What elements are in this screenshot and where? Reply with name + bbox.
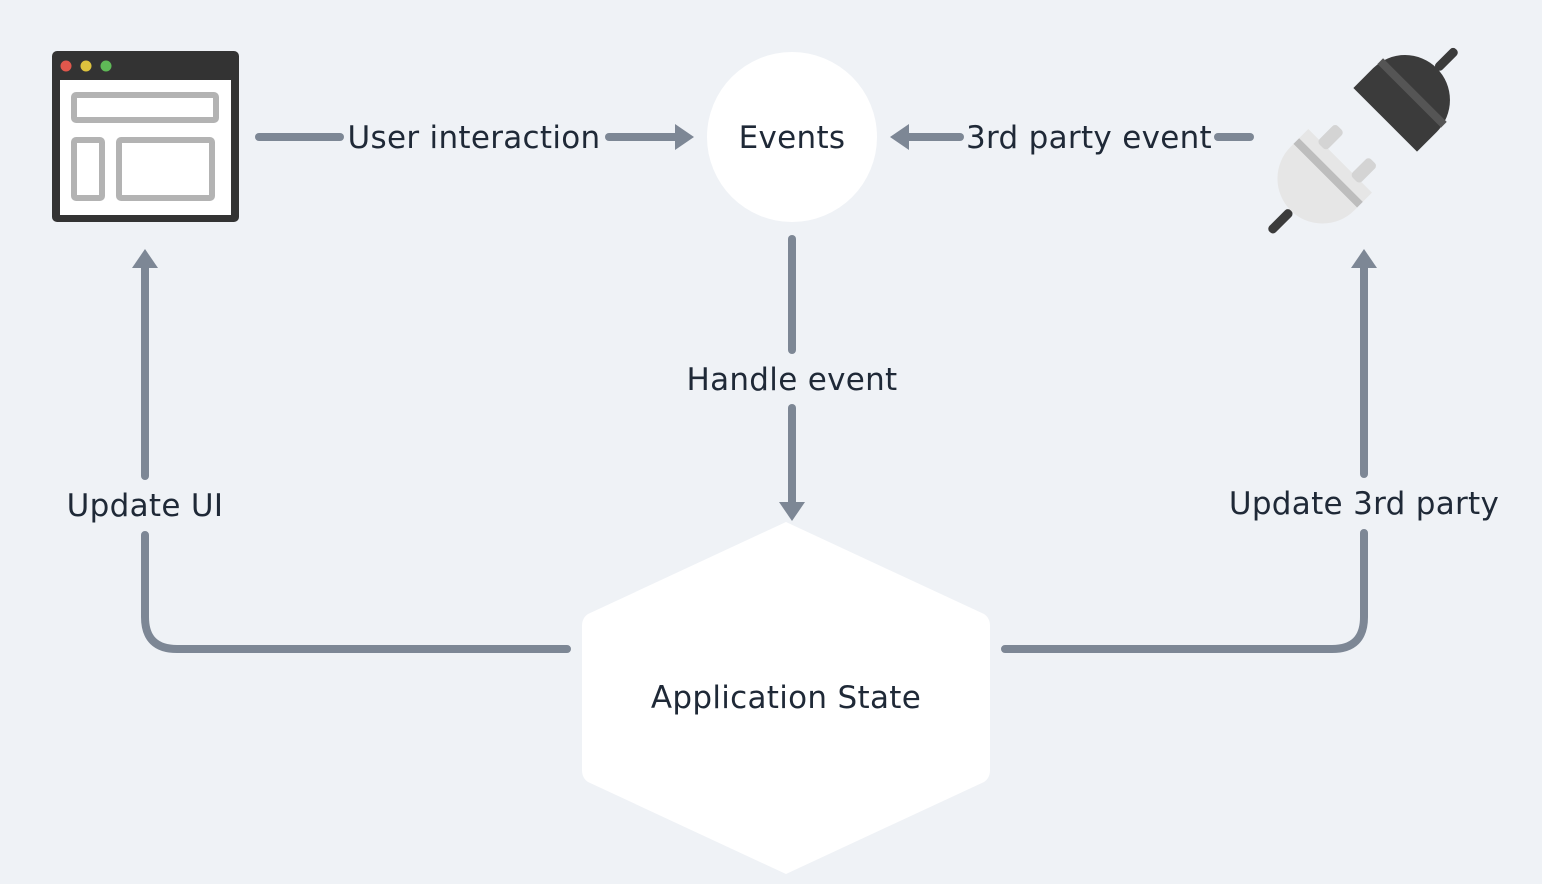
application-state-label: Application State [651, 680, 921, 716]
edge-update-third-party: Update 3rd party [1001, 249, 1499, 653]
edge-handle-event: Handle event [686, 235, 897, 521]
window-minimize-dot [80, 60, 92, 72]
window-maximize-dot [100, 60, 112, 72]
edge-update-ui: Update UI [67, 249, 571, 653]
update-third-party-label: Update 3rd party [1229, 486, 1499, 522]
events-node: Events [707, 52, 877, 222]
update-ui-label: Update UI [67, 488, 224, 524]
events-label: Events [739, 120, 846, 156]
handle-event-label: Handle event [686, 362, 897, 398]
plug-icon [1268, 47, 1458, 234]
third-party-event-label: 3rd party event [966, 120, 1212, 156]
edge-third-party-event: 3rd party event [890, 120, 1254, 156]
user-interaction-label: User interaction [348, 120, 601, 156]
browser-window-icon [52, 51, 239, 222]
application-state-node: Application State [582, 522, 990, 874]
edge-user-interaction: User interaction [255, 120, 694, 156]
window-close-dot [60, 60, 72, 72]
